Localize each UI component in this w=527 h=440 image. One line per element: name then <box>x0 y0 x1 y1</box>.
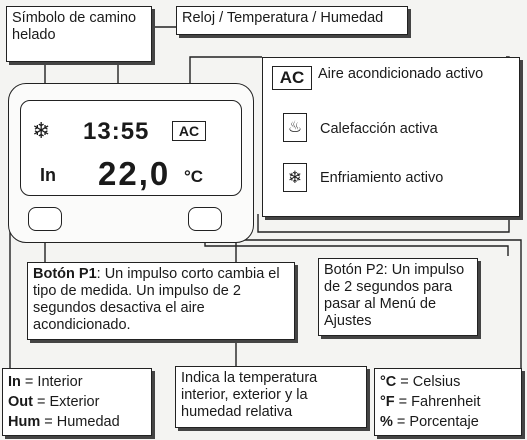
legend-ac-text: Aire acondicionado activo <box>318 66 484 82</box>
snow-callout-text: Símbolo de camino helado <box>12 10 137 43</box>
mode-row: Hum = Humedad <box>8 414 120 430</box>
snow-callout: Símbolo de camino helado <box>6 6 152 62</box>
p1-key: Botón P1 <box>33 266 97 282</box>
clock-time: 13:55 <box>83 118 150 145</box>
legend-heat-text: Calefacción activa <box>320 121 438 137</box>
ac-indicator-icon: AC <box>172 121 206 141</box>
temp-callout-text: Indica la temperatura interior, exterior… <box>181 370 318 420</box>
p1-text: : Un impulso corto cambia el tipo de med… <box>33 266 280 333</box>
cool-icon: ❄ <box>283 163 307 192</box>
clock-callout: Reloj / Temperatura / Humedad <box>176 6 408 35</box>
p2-text: Botón P2: Un impulso de 2 segundos para … <box>324 262 465 329</box>
clock-callout-text: Reloj / Temperatura / Humedad <box>182 10 384 26</box>
legend-cool-text: Enfriamiento activo <box>320 170 444 186</box>
temperature-unit: °C <box>184 167 204 186</box>
mode-label: In <box>40 165 56 185</box>
heat-icon: ♨ <box>283 113 307 142</box>
unit-row: % = Porcentaje <box>380 414 479 430</box>
snowflake-icon: ❄ <box>32 118 51 143</box>
ac-icon: AC <box>272 66 312 90</box>
p1-callout: Botón P1: Un impulso corto cambia el tip… <box>27 262 295 340</box>
unit-row: °F = Fahrenheit <box>380 394 481 410</box>
mode-row: Out = Exterior <box>8 394 100 410</box>
button-p2[interactable] <box>188 207 222 231</box>
temperature-value: 22,0 <box>98 155 171 192</box>
button-p1[interactable] <box>28 207 62 231</box>
unit-row: °C = Celsius <box>380 374 461 390</box>
device-screen <box>20 100 242 196</box>
mode-row: In = Interior <box>8 374 83 390</box>
p2-callout: Botón P2: Un impulso de 2 segundos para … <box>318 258 478 336</box>
modes-box: In = Interior Out = Exterior Hum = Humed… <box>2 368 152 436</box>
units-box: °C = Celsius °F = Fahrenheit % = Porcent… <box>374 368 522 436</box>
temp-callout: Indica la temperatura interior, exterior… <box>175 366 367 428</box>
